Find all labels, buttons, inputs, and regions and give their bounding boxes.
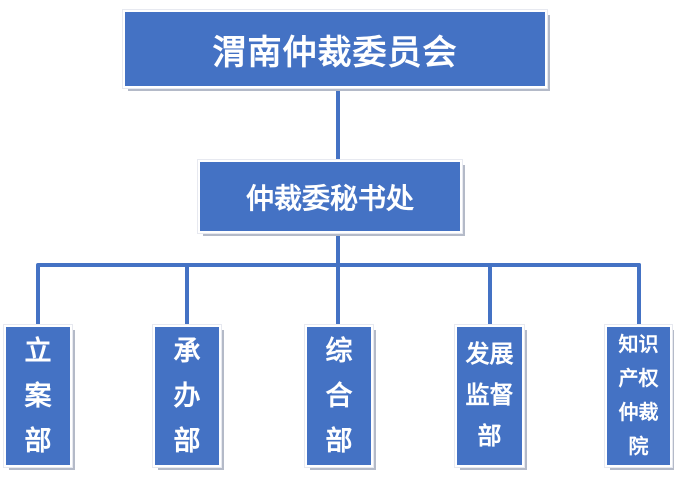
dept-label: 立 案 部 xyxy=(24,335,52,456)
connector-drop-dept-3 xyxy=(336,263,340,327)
dept-label: 承 办 部 xyxy=(173,335,201,456)
dept-label: 综 合 部 xyxy=(325,335,353,456)
dept-box-ip-arbitration-court: 知识 产权 仲裁 院 xyxy=(605,325,672,467)
dept-box-filing: 立 案 部 xyxy=(4,325,72,467)
org-secretariat-label: 仲裁委秘书处 xyxy=(245,183,414,215)
connector-root-to-secretariat xyxy=(336,86,340,162)
connector-drop-dept-4 xyxy=(488,263,492,327)
dept-box-general: 综 合 部 xyxy=(305,325,373,467)
connector-secretariat-to-bus xyxy=(336,231,340,265)
org-root-label: 渭南仲裁委员会 xyxy=(212,34,458,72)
dept-box-development-supervision: 发展 监督 部 xyxy=(455,325,524,467)
dept-box-undertaking: 承 办 部 xyxy=(153,325,221,467)
org-root-box: 渭南仲裁委员会 xyxy=(123,10,547,88)
dept-label: 知识 产权 仲裁 院 xyxy=(618,334,659,458)
connector-drop-dept-1 xyxy=(36,263,40,327)
dept-label: 发展 监督 部 xyxy=(465,341,514,450)
connector-drop-dept-2 xyxy=(185,263,189,327)
connector-drop-dept-5 xyxy=(637,263,641,327)
org-secretariat-box: 仲裁委秘书处 xyxy=(198,160,462,233)
